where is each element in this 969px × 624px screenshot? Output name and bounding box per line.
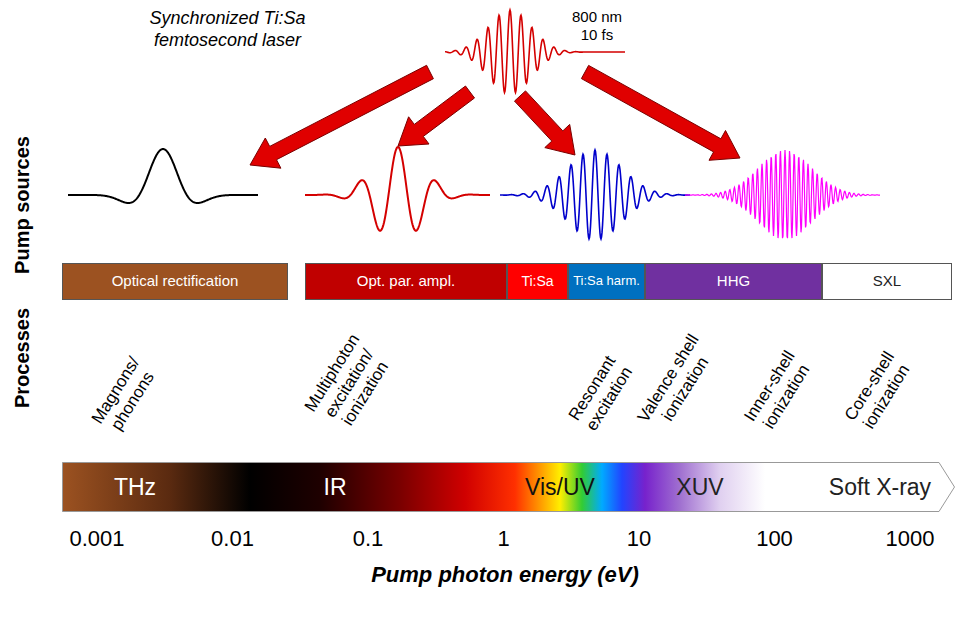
source-title: Synchronized Ti:Sa femtosecond laser: [130, 8, 325, 51]
xuv-pulse: [685, 150, 880, 238]
source-band: Opt. par. ampl.: [305, 263, 507, 300]
process-label: Resonant excitation: [559, 343, 642, 444]
tick-label: 0.001: [69, 526, 124, 552]
spectral-region: IR: [324, 474, 347, 501]
spectral-region: THz: [114, 474, 156, 501]
spectral-region: XUV: [676, 474, 723, 501]
source-band: HHG: [645, 263, 822, 300]
process-label: Valence shell ionization: [629, 323, 725, 444]
band-label: Opt. par. ampl.: [354, 273, 458, 290]
source-band: SXL: [822, 263, 952, 300]
tick-label: 0.01: [211, 526, 254, 552]
process-label: Multiphoton excitation/ ionization: [295, 321, 402, 444]
process-label: Inner-shell ionization: [735, 339, 821, 444]
pump-arrow: [581, 65, 740, 160]
tick-label: 0.1: [353, 526, 384, 552]
pump-arrow: [398, 86, 475, 146]
uv-pulse: [500, 150, 690, 239]
source-band: Ti:Sa: [507, 263, 568, 300]
spectral-region: Soft X-ray: [829, 474, 931, 501]
pulse-parameters: 800 nm 10 fs: [565, 8, 629, 44]
pump-arrow: [250, 65, 433, 168]
process-label: Magnons/ phonons: [85, 349, 163, 442]
thz-pulse: [68, 149, 258, 203]
source-band: Ti:Sa harm.: [568, 263, 645, 300]
tick-label: 1000: [886, 526, 935, 552]
band-label: Ti:Sa harm.: [570, 274, 643, 288]
tick-label: 100: [756, 526, 793, 552]
source-band: Optical rectification: [62, 263, 288, 300]
tick-label: 10: [627, 526, 651, 552]
pump-arrow: [515, 91, 576, 155]
band-label: HHG: [714, 273, 753, 290]
spectrum-arrow: THz IR Vis/UV XUV Soft X-ray: [62, 462, 955, 512]
band-label: SXL: [870, 273, 904, 290]
spectral-region: Vis/UV: [525, 474, 595, 501]
spectrum-shape: [63, 463, 955, 512]
row-heading: Processes: [11, 308, 34, 408]
band-label: Ti:Sa: [518, 274, 556, 289]
process-label: Core-shell ionization: [835, 339, 921, 444]
row-heading: Pump sources: [11, 136, 34, 274]
ir-pulse: [305, 147, 490, 231]
spectrum-outline: [62, 462, 955, 512]
tick-label: 1: [497, 526, 509, 552]
axis-title: Pump photon energy (eV): [371, 562, 639, 588]
band-label: Optical rectification: [109, 273, 242, 290]
